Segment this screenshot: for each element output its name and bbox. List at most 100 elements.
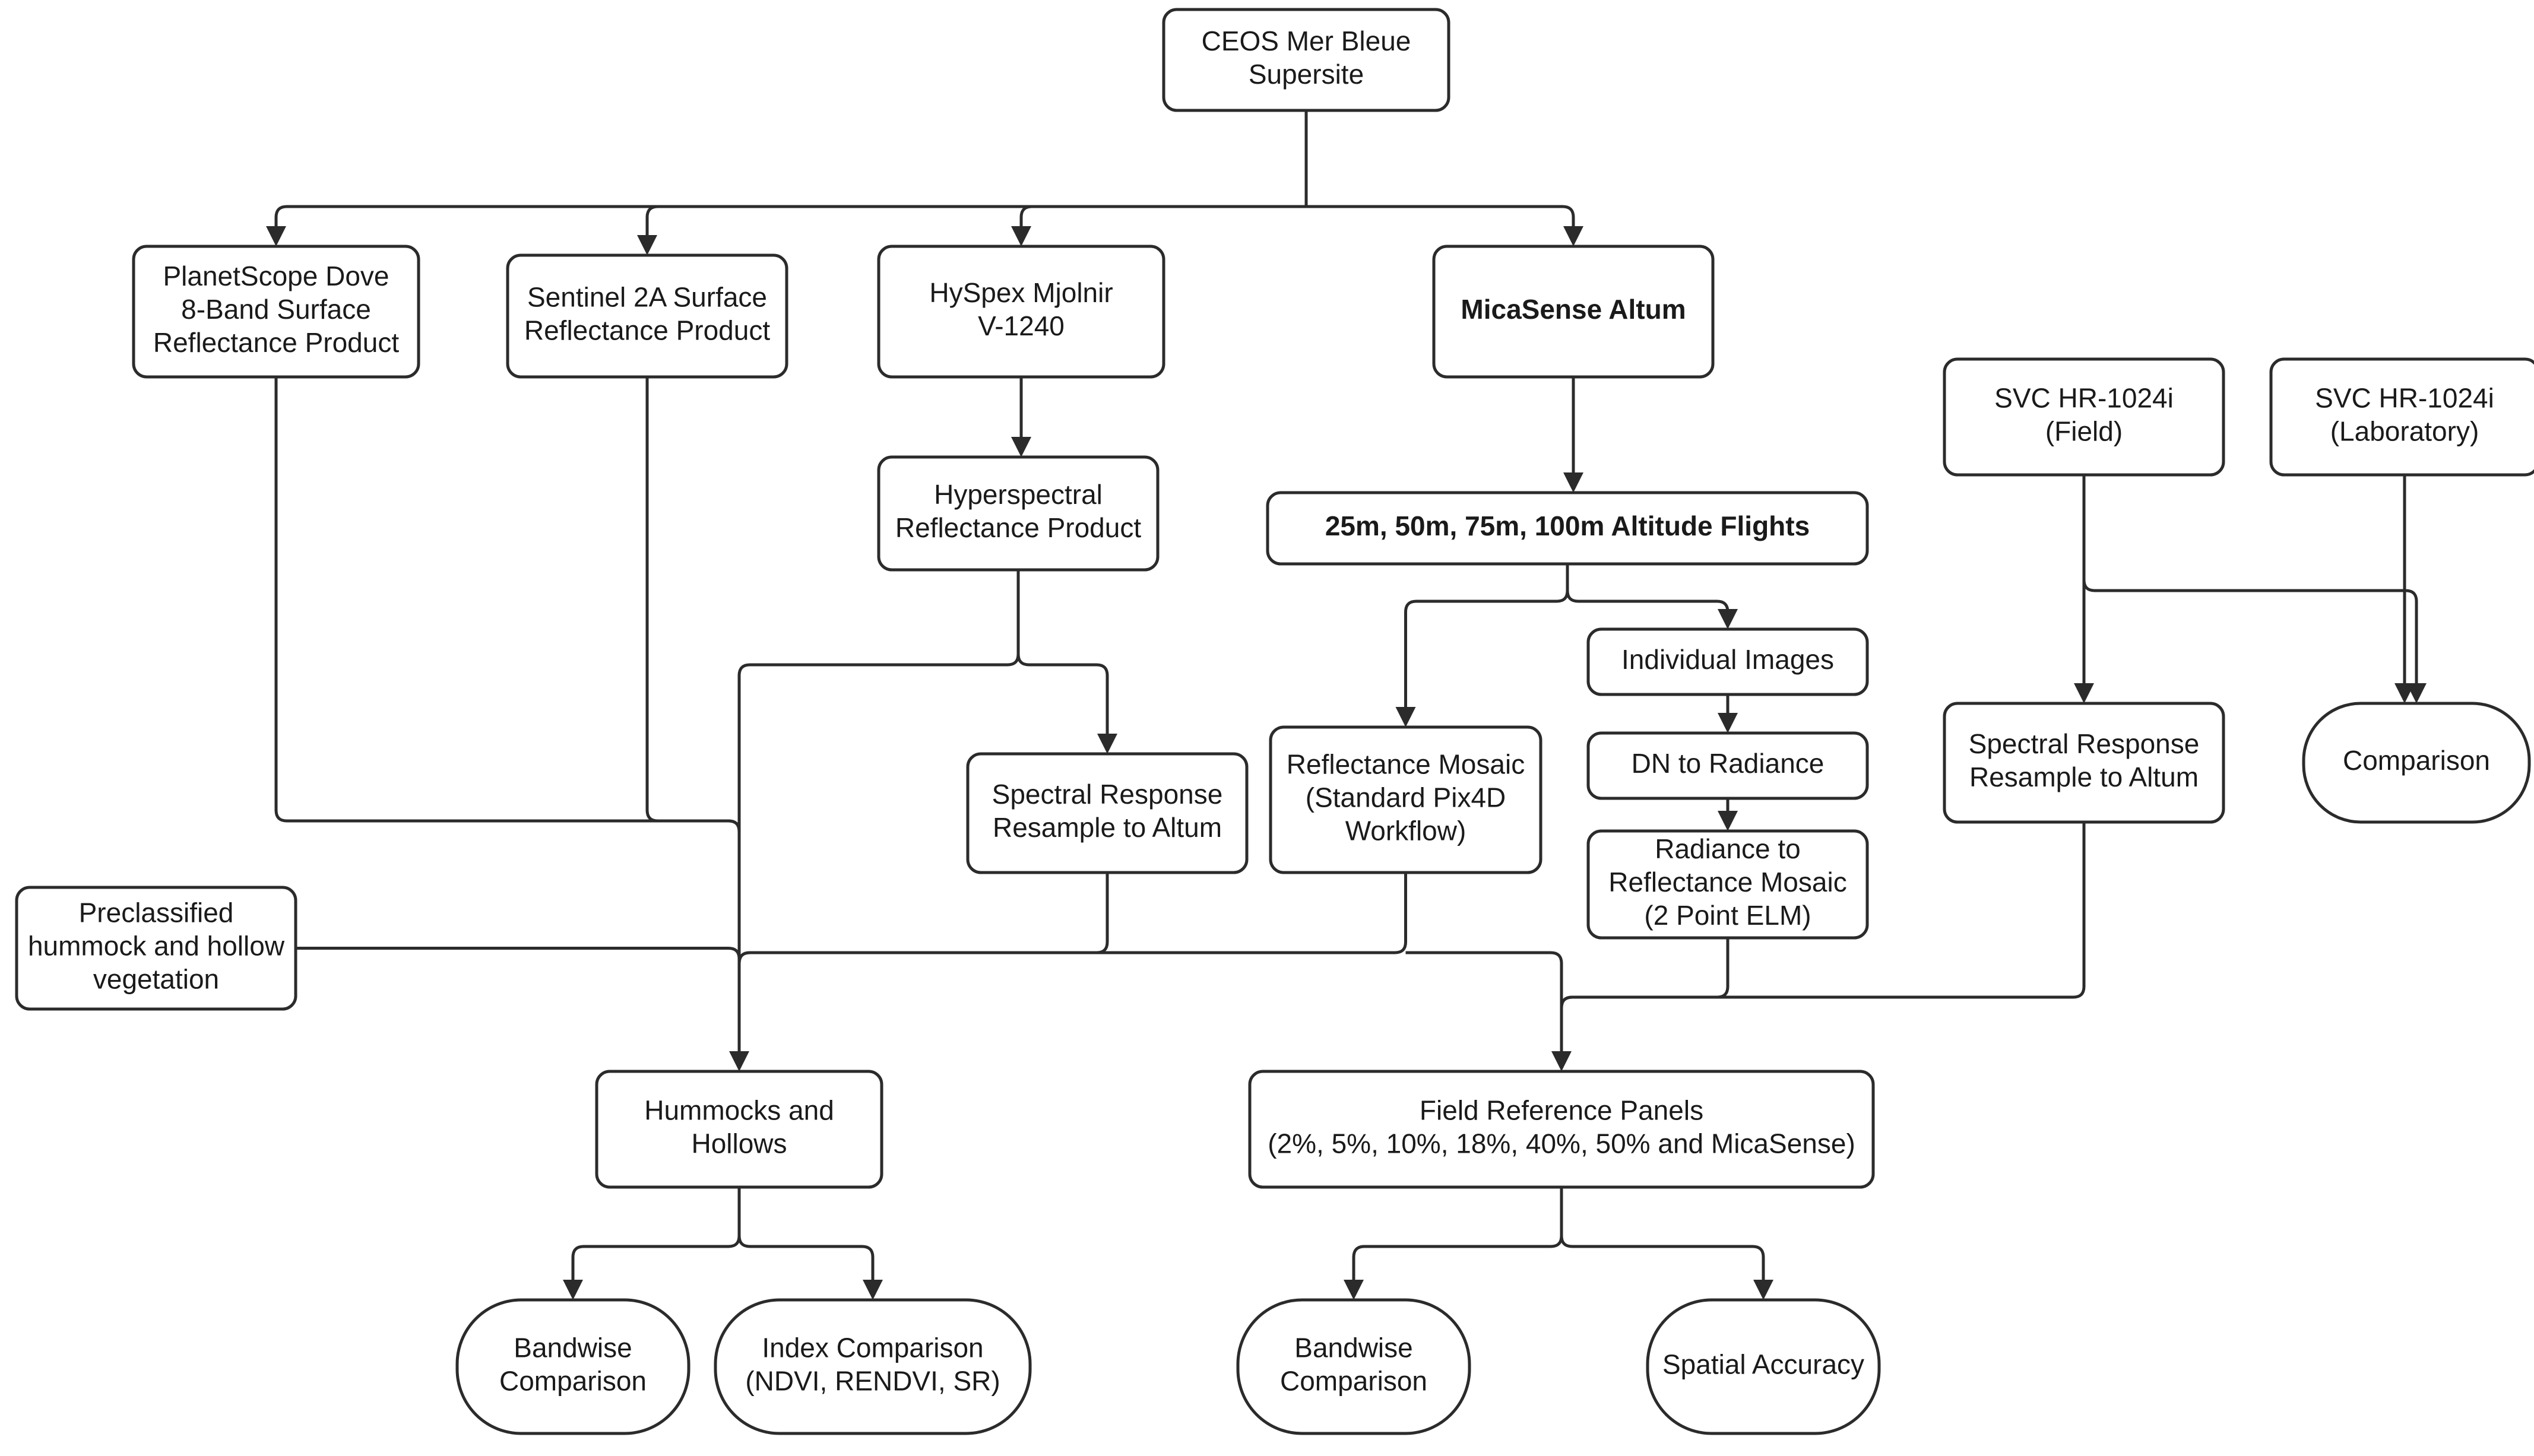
- node-shape-refl_mosaic: [1269, 725, 1542, 874]
- e-ceos-sentinel: [645, 205, 1306, 235]
- node-label-rad_refl: Radiance to: [1655, 833, 1801, 864]
- e-ceos-sentinel-arrowhead: [637, 235, 657, 255]
- node-altitude[interactable]: 25m, 50m, 75m, 100m Altitude Flights: [1266, 491, 1869, 566]
- node-shape-dn_rad: [1586, 731, 1869, 800]
- e-mosaic-panels-arrowhead: [1551, 1051, 1572, 1071]
- e-svcfield-cmp-arrowhead: [2406, 683, 2427, 703]
- node-label-sentinel: Reflectance Product: [524, 315, 770, 346]
- e-ceos-hyspex: [1019, 205, 1306, 226]
- node-shape-hyper_prod: [877, 455, 1160, 572]
- node-index_cmp[interactable]: Index Comparison(NDVI, RENDVI, SR): [714, 1298, 1032, 1435]
- node-shape-preclass: [15, 886, 297, 1011]
- e-panels-band2: [1352, 1235, 1563, 1280]
- node-label-micasense: MicaSense Altum: [1461, 294, 1686, 325]
- e-preclass-humhol: [296, 947, 741, 1051]
- e-humhol-band1-arrowhead: [563, 1280, 583, 1300]
- e-panels-band2-arrowhead: [1344, 1280, 1364, 1300]
- e-svcfield-cmp: [2082, 579, 2418, 683]
- node-label-humhol: Hummocks and: [644, 1095, 834, 1126]
- node-label-srr_altum_2: Resample to Altum: [1969, 762, 2199, 792]
- node-micasense[interactable]: MicaSense Altum: [1432, 245, 1715, 379]
- node-label-rad_refl: Reflectance Mosaic: [1608, 867, 1846, 897]
- e-srr2-panels: [1560, 822, 2086, 1051]
- e-dn-radrefl-arrowhead: [1718, 811, 1738, 831]
- node-comparison[interactable]: Comparison: [2302, 702, 2531, 824]
- node-label-sentinel: Sentinel 2A Surface: [527, 282, 767, 313]
- node-label-svc_field: SVC HR-1024i: [1994, 383, 2174, 414]
- node-shape-planetscope: [132, 245, 420, 379]
- node-dn_rad[interactable]: DN to Radiance: [1586, 731, 1869, 800]
- node-refl_mosaic[interactable]: Reflectance Mosaic(Standard Pix4DWorkflo…: [1269, 725, 1542, 874]
- node-label-dn_rad: DN to Radiance: [1632, 748, 1825, 779]
- node-label-band_cmp_1: Bandwise: [514, 1333, 632, 1363]
- node-label-planetscope: Reflectance Product: [153, 327, 399, 358]
- node-label-hyspex: HySpex Mjolnir: [929, 277, 1113, 308]
- e-svcfield-srr2-arrowhead: [2074, 683, 2094, 703]
- node-svc_field[interactable]: SVC HR-1024i(Field): [1943, 357, 2225, 477]
- e-planet-humhol: [274, 377, 741, 953]
- node-svc_lab[interactable]: SVC HR-1024i(Laboratory): [2269, 357, 2534, 477]
- e-humhol-band1: [571, 1235, 741, 1280]
- node-shape-panels: [1248, 1070, 1875, 1189]
- node-shape-svc_field: [1943, 357, 2225, 477]
- node-label-humhol: Hollows: [691, 1128, 787, 1159]
- node-shape-sentinel: [506, 253, 788, 379]
- node-label-srr_altum_1: Spectral Response: [992, 779, 1223, 810]
- e-alt-mosaic: [1404, 590, 1569, 707]
- node-label-rad_refl: (2 Point ELM): [1644, 900, 1811, 931]
- node-label-hyspex: V-1240: [978, 310, 1065, 341]
- node-spat_acc[interactable]: Spatial Accuracy: [1646, 1298, 1881, 1435]
- e-panels-spat: [1560, 1235, 1765, 1280]
- node-indiv_img[interactable]: Individual Images: [1586, 627, 1869, 696]
- node-shape-micasense: [1432, 245, 1715, 379]
- node-label-srr_altum_2: Spectral Response: [1969, 728, 2200, 759]
- node-shape-hyspex: [877, 245, 1165, 379]
- node-shape-spat_acc: [1646, 1298, 1881, 1435]
- node-label-hyper_prod: Hyperspectral: [934, 479, 1103, 510]
- node-shape-ceos: [1162, 8, 1450, 112]
- e-micasense-alt-arrowhead: [1563, 472, 1583, 493]
- e-ceos-micasense: [1306, 205, 1575, 226]
- node-label-comparison: Comparison: [2343, 745, 2490, 776]
- e-ceos-micasense-arrowhead: [1563, 226, 1583, 246]
- e-humhol-index-arrowhead: [863, 1280, 883, 1300]
- e-hyper-srr: [1016, 570, 1109, 734]
- e-hyspex-hyper-arrowhead: [1011, 437, 1031, 457]
- e-ceos-planetscope-arrowhead: [266, 226, 286, 246]
- e-sentinel-humhol: [645, 377, 741, 953]
- node-panels[interactable]: Field Reference Panels(2%, 5%, 10%, 18%,…: [1248, 1070, 1875, 1189]
- node-shape-srr_altum_2: [1943, 702, 2225, 824]
- node-label-svc_lab: (Laboratory): [2330, 416, 2479, 447]
- node-label-refl_mosaic: (Standard Pix4D: [1306, 782, 1506, 813]
- e-alt-indiv: [1566, 590, 1730, 613]
- node-shape-svc_lab: [2269, 357, 2534, 477]
- node-label-band_cmp_2: Comparison: [1280, 1366, 1427, 1397]
- node-shape-index_cmp: [714, 1298, 1032, 1435]
- node-shape-band_cmp_2: [1236, 1298, 1471, 1435]
- e-hyper-srr-arrowhead: [1097, 734, 1117, 754]
- node-label-refl_mosaic: Reflectance Mosaic: [1287, 749, 1525, 780]
- node-shape-band_cmp_1: [455, 1298, 690, 1435]
- e-hyper-humhol-arrowhead: [729, 1051, 749, 1071]
- node-label-srr_altum_1: Resample to Altum: [993, 812, 1222, 843]
- node-label-svc_field: (Field): [2045, 416, 2123, 447]
- node-label-band_cmp_2: Bandwise: [1294, 1333, 1412, 1363]
- e-hyper-humhol: [737, 570, 1020, 1051]
- node-label-ceos: CEOS Mer Bleue: [1202, 26, 1411, 56]
- node-label-altitude: 25m, 50m, 75m, 100m Altitude Flights: [1325, 510, 1810, 541]
